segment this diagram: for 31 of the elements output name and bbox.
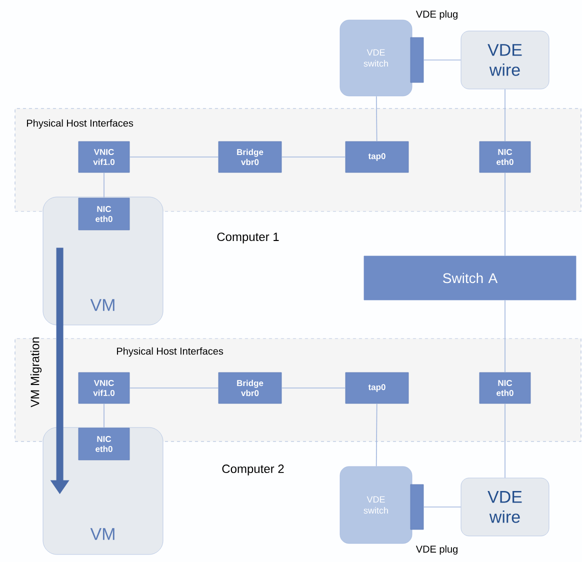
switch-box: VDE switch xyxy=(340,20,412,96)
interface-box: NIC eth0 xyxy=(78,198,130,230)
connector-line xyxy=(504,172,506,256)
plug-label: VDE plug xyxy=(416,10,458,20)
connector-line xyxy=(281,156,346,158)
plug-block xyxy=(410,37,424,83)
interface-box: NIC eth0 xyxy=(479,141,531,173)
computer-label: Computer 1 xyxy=(217,232,279,244)
interface-box: VNIC vif1.0 xyxy=(78,372,130,404)
connector-line xyxy=(504,300,506,373)
interface-box: NIC eth0 xyxy=(78,428,130,460)
connector-line xyxy=(423,506,462,508)
edge-label: VM Migration xyxy=(30,337,42,408)
connector-line xyxy=(129,156,219,158)
connector-line xyxy=(504,88,506,142)
connector-line xyxy=(504,403,506,478)
switch-box: VDE switch xyxy=(340,466,412,544)
interface-box: Bridge vbr0 xyxy=(218,141,282,173)
plug-label: VDE plug xyxy=(416,545,458,555)
interface-box: Bridge vbr0 xyxy=(218,372,282,404)
connector-line xyxy=(376,403,378,467)
interface-box: VNIC vif1.0 xyxy=(78,141,130,173)
wire-box: VDE wire xyxy=(460,478,550,536)
interface-box: NIC eth0 xyxy=(479,372,531,404)
interface-box: tap0 xyxy=(345,372,409,404)
computer-label: Computer 2 xyxy=(222,464,284,476)
switch-box: Switch A xyxy=(364,256,576,300)
interface-box: tap0 xyxy=(345,141,409,173)
wire-box: VDE wire xyxy=(460,30,550,90)
connector-line xyxy=(376,96,378,142)
plug-block xyxy=(410,484,424,530)
